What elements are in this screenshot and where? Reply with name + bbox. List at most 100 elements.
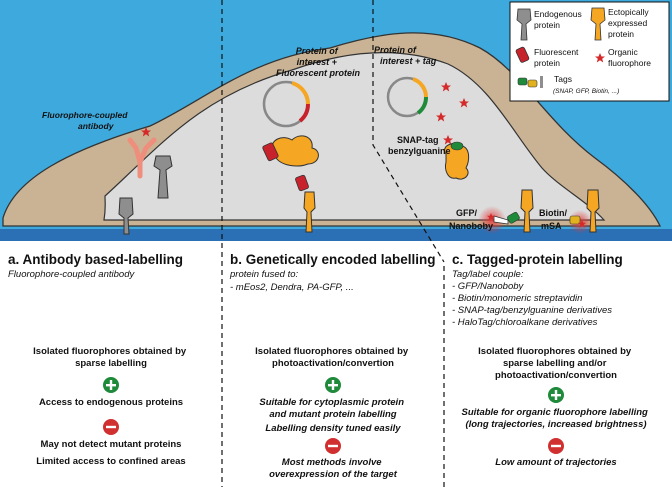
fluorophore-coupled-antibody bbox=[127, 127, 157, 179]
plasmid-c-label-line-2: interest + tag bbox=[380, 56, 437, 66]
panel-a-statement-line-1: Isolated fluorophores obtained by bbox=[33, 346, 187, 357]
nanobody-fluorophore-icon bbox=[487, 213, 495, 221]
legend-ectopic-line-2: expressed bbox=[608, 18, 647, 28]
organic-fluorophore-icon bbox=[443, 135, 453, 145]
membrane-ectopic-protein-c2 bbox=[586, 189, 600, 233]
biotin-label-line-1: Biotin/ bbox=[539, 208, 567, 218]
legend-fluorescent-label: Fluorescent protein bbox=[534, 47, 581, 68]
panel-c-statement: Isolated fluorophores obtained by sparse… bbox=[478, 346, 634, 381]
snap-tag-icon bbox=[450, 141, 464, 151]
panel-c-statement-line-2: sparse labelling and/or bbox=[503, 358, 607, 369]
gfp-label-line-2: Nanoboby bbox=[449, 221, 493, 231]
endogenous-protein-membrane bbox=[118, 197, 134, 235]
cytoplasmic-fluorescent-protein-icon bbox=[262, 142, 279, 162]
panel-c-statement-line-3: photoactivation/convertion bbox=[495, 370, 617, 381]
panel-a-title: a. Antibody based-labelling bbox=[8, 252, 183, 267]
panel-c-list-1: - GFP/Nanoboby bbox=[452, 281, 525, 292]
panel-b-minus-icon bbox=[325, 438, 341, 454]
panel-a-statement: Isolated fluorophores obtained by sparse… bbox=[33, 346, 189, 369]
panel-c-statement-line-1: Isolated fluorophores obtained by bbox=[478, 346, 632, 357]
legend-ectopic-protein-icon bbox=[590, 7, 606, 41]
biotin-label: Biotin/ mSA bbox=[539, 208, 570, 231]
legend-endogenous-label: Endogenous protein bbox=[534, 9, 584, 30]
legend-endogenous-line-1: Endogenous bbox=[534, 9, 582, 19]
antibody-fluorophore-icon bbox=[141, 127, 151, 137]
panel-c-plus-icon bbox=[548, 387, 564, 403]
membrane-ectopic-protein-c1 bbox=[520, 189, 534, 233]
panel-a-pro-1: Access to endogenous proteins bbox=[39, 397, 183, 408]
panel-b-title: b. Genetically encoded labelling bbox=[230, 252, 436, 267]
legend-ectopic-label: Ectopically expressed protein bbox=[608, 7, 651, 39]
plasmid-c bbox=[386, 76, 428, 118]
snap-label: SNAP-tag benzylguanine bbox=[388, 135, 451, 156]
membrane-ectopic-protein-b bbox=[295, 174, 316, 233]
panel-b-plus-icon bbox=[325, 377, 341, 393]
snap-label-line-1: SNAP-tag bbox=[397, 135, 439, 145]
membrane-fluorescent-protein-icon bbox=[295, 174, 309, 192]
legend-tags-label: Tags bbox=[554, 74, 572, 84]
msa-fluorophore-icon bbox=[578, 220, 586, 228]
plasmid-c-label: Protein of interest + tag bbox=[374, 45, 437, 66]
endogenous-protein-bound bbox=[153, 155, 173, 199]
panel-b-pro-1: Suitable for cytoplasmic protein and mut… bbox=[259, 397, 406, 420]
panel-a-statement-line-2: sparse labelling bbox=[75, 358, 147, 369]
panel-c-pro-1-line-1: Suitable for organic fluorophore labelli… bbox=[462, 407, 649, 418]
panel-a-subtitle: Fluorophore-coupled antibody bbox=[8, 269, 135, 280]
legend-fluorescent-line-2: protein bbox=[534, 58, 560, 68]
plasmid-b-label-line-2: interest + bbox=[297, 57, 338, 67]
plasmid-b-label: Protein of interest + Fluorescent protei… bbox=[276, 46, 361, 78]
legend-endogenous-protein-icon bbox=[516, 8, 532, 41]
panel-c-minus-icon bbox=[548, 438, 564, 454]
antibody-label-line-1: Fluorophore-coupled bbox=[42, 110, 128, 120]
plasmid-c-label-line-1: Protein of bbox=[374, 45, 417, 55]
panel-c-list-3: - SNAP-tag/benzylguanine derivatives bbox=[452, 305, 612, 316]
panel-b-pro-2: Labelling density tuned easily bbox=[265, 423, 401, 434]
gfp-icon bbox=[507, 211, 520, 224]
panel-a-minus-icon bbox=[103, 419, 119, 435]
membrane-band bbox=[0, 229, 672, 241]
divider-b-c-upper bbox=[372, 0, 445, 263]
antibody-label: Fluorophore-coupled antibody bbox=[42, 110, 130, 131]
panel-b-statement-line-1: Isolated fluorophores obtained by bbox=[255, 346, 409, 357]
organic-fluorophore-stars bbox=[436, 82, 469, 145]
plasmid-b-label-line-3: Fluorescent protein bbox=[276, 68, 361, 78]
legend-tags-icon bbox=[517, 76, 543, 88]
plasmid-b bbox=[262, 80, 311, 128]
panel-b-con-1: Most methods involve overexpression of t… bbox=[269, 457, 398, 480]
panel-b-con-1-line-2: overexpression of the target bbox=[269, 469, 398, 480]
legend-fluorescent-line-1: Fluorescent bbox=[534, 47, 579, 57]
legend: Endogenous protein Ectopically expressed… bbox=[509, 1, 670, 102]
panel-b-statement-line-2: photoactivation/convertion bbox=[272, 358, 394, 369]
panel-b-con-1-line-1: Most methods involve bbox=[282, 457, 382, 468]
panel-c-list-2: - Biotin/monomeric streptavidin bbox=[452, 293, 582, 304]
legend-endogenous-line-2: protein bbox=[534, 20, 560, 30]
legend-organic-line-2: fluorophore bbox=[608, 58, 651, 68]
legend-tags-sub: (SNAP, GFP, Biotin, ...) bbox=[553, 88, 619, 95]
antibody-label-line-2: antibody bbox=[78, 121, 115, 131]
organic-fluorophore-icon bbox=[459, 98, 469, 108]
biotin-label-line-2: mSA bbox=[541, 221, 562, 231]
panel-b-pro-1-line-1: Suitable for cytoplasmic protein bbox=[259, 397, 404, 408]
panel-c-pro-1: Suitable for organic fluorophore labelli… bbox=[462, 407, 651, 430]
legend-ectopic-line-1: Ectopically bbox=[608, 7, 649, 17]
panel-b-list-1: - mEos2, Dendra, PA-GFP, ... bbox=[230, 282, 354, 293]
legend-organic-fluorophore-icon bbox=[595, 53, 605, 63]
legend-ectopic-line-3: protein bbox=[608, 29, 634, 39]
panel-b-statement: Isolated fluorophores obtained by photoa… bbox=[255, 346, 411, 369]
panel-c-subtitle: Tag/label couple: bbox=[452, 269, 524, 280]
panel-c-pro-1-line-2: (long trajectories, increased brightness… bbox=[465, 419, 646, 430]
cytoplasm bbox=[103, 51, 606, 221]
legend-fluorescent-protein-icon bbox=[515, 46, 530, 63]
biotin-msa-complex bbox=[568, 210, 592, 234]
panel-c-title: c. Tagged-protein labelling bbox=[452, 252, 623, 267]
panel-a-plus-icon bbox=[103, 377, 119, 393]
panel-b-subtitle: protein fused to: bbox=[229, 269, 298, 280]
gfp-label: GFP/ Nanoboby bbox=[449, 208, 493, 231]
nanobody-icon bbox=[493, 215, 509, 225]
gfp-label-line-1: GFP/ bbox=[456, 208, 478, 218]
snap-label-line-2: benzylguanine bbox=[388, 146, 451, 156]
panel-a-con-2: Limited access to confined areas bbox=[36, 456, 185, 467]
organic-fluorophore-icon bbox=[436, 112, 446, 122]
biotin-icon bbox=[569, 215, 581, 225]
